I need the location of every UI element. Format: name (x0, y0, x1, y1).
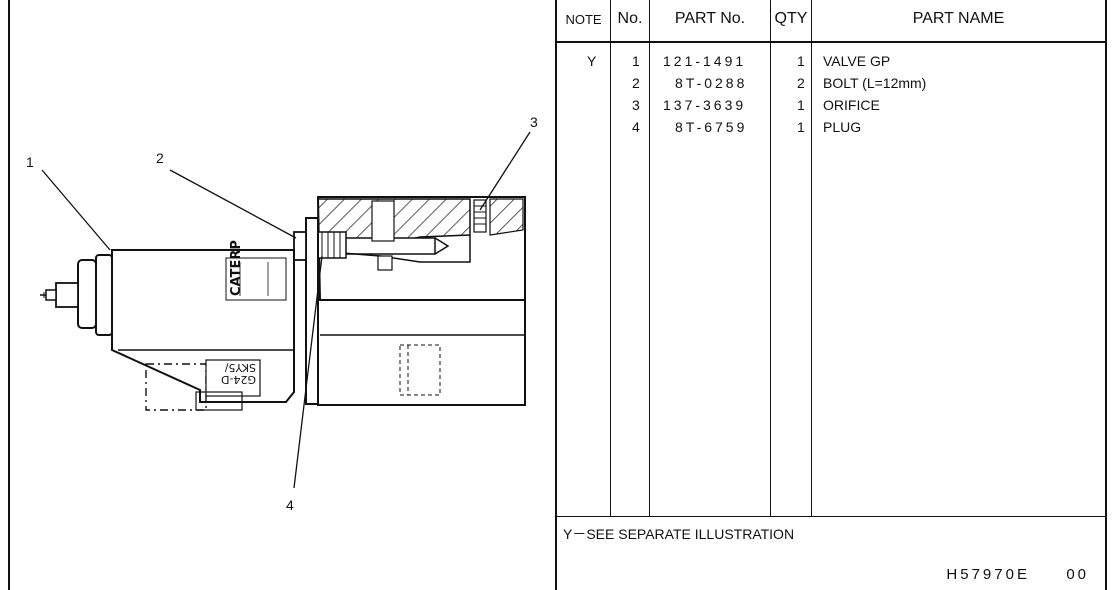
valve-illustration: CATERP SKY5/ G24-D 1 2 3 4 (26, 114, 538, 513)
cell-qty: 2 (797, 75, 805, 91)
drawing-number: H57970E (946, 566, 1030, 583)
drawing-code: H57970E 00 (946, 566, 1089, 583)
footer-divider (557, 516, 1105, 517)
leader-1 (41, 169, 111, 251)
cell-qty: 1 (797, 97, 805, 113)
callout-2: 2 (156, 150, 164, 166)
cell-qty: 1 (797, 53, 805, 69)
stamp-sky5: SKY5/ (224, 361, 256, 374)
footnote: Y－SEE SEPARATE ILLUSTRATION (563, 526, 795, 542)
cell-no: 1 (632, 53, 640, 69)
cell-qty: 1 (797, 119, 805, 135)
callout-4: 4 (286, 497, 294, 513)
bolt (293, 231, 307, 261)
col-divider (770, 0, 771, 516)
cell-no: 3 (632, 97, 640, 113)
revision: 00 (1066, 566, 1089, 583)
col-divider (811, 0, 812, 516)
cell-no: 2 (632, 75, 640, 91)
header-part-no: PART No. (674, 10, 746, 27)
valve-block (316, 196, 526, 406)
cell-no: 4 (632, 119, 640, 135)
stamp-caterp: CATERP (229, 240, 244, 296)
cell-part-name: ORIFICE (823, 97, 880, 113)
cell-part-name: VALVE GP (823, 53, 891, 69)
leader-4 (293, 255, 323, 489)
header-note: NOTE (565, 11, 602, 27)
parts-table: NOTE No. PART No. QTY PART NAME Y 1 121-… (557, 0, 1107, 590)
plug (315, 231, 347, 259)
callout-3: 3 (530, 114, 538, 130)
header-part-name: PART NAME (912, 10, 1005, 27)
cell-part-no: 121-1491 (663, 53, 747, 69)
table-header: NOTE No. PART No. QTY PART NAME (557, 0, 1105, 43)
col-divider (610, 0, 611, 516)
col-divider (649, 0, 650, 516)
cell-part-no: 8T-0288 (675, 75, 748, 91)
cell-part-name: PLUG (823, 119, 862, 135)
cell-part-no: 137-3639 (663, 97, 747, 113)
leader-2 (169, 169, 297, 239)
header-qty: QTY (774, 10, 808, 27)
cell-part-name: BOLT (L=12mm) (823, 75, 927, 91)
callout-1: 1 (26, 154, 34, 170)
solenoid (40, 249, 295, 411)
cell-part-no: 8T-6759 (675, 119, 748, 135)
stamp-g24d: G24-D (221, 373, 256, 386)
mounting-plate (305, 217, 319, 405)
leader-3 (479, 131, 531, 211)
cell-note: Y (587, 53, 597, 69)
header-no: No. (617, 10, 643, 27)
illustration-panel (8, 0, 557, 590)
